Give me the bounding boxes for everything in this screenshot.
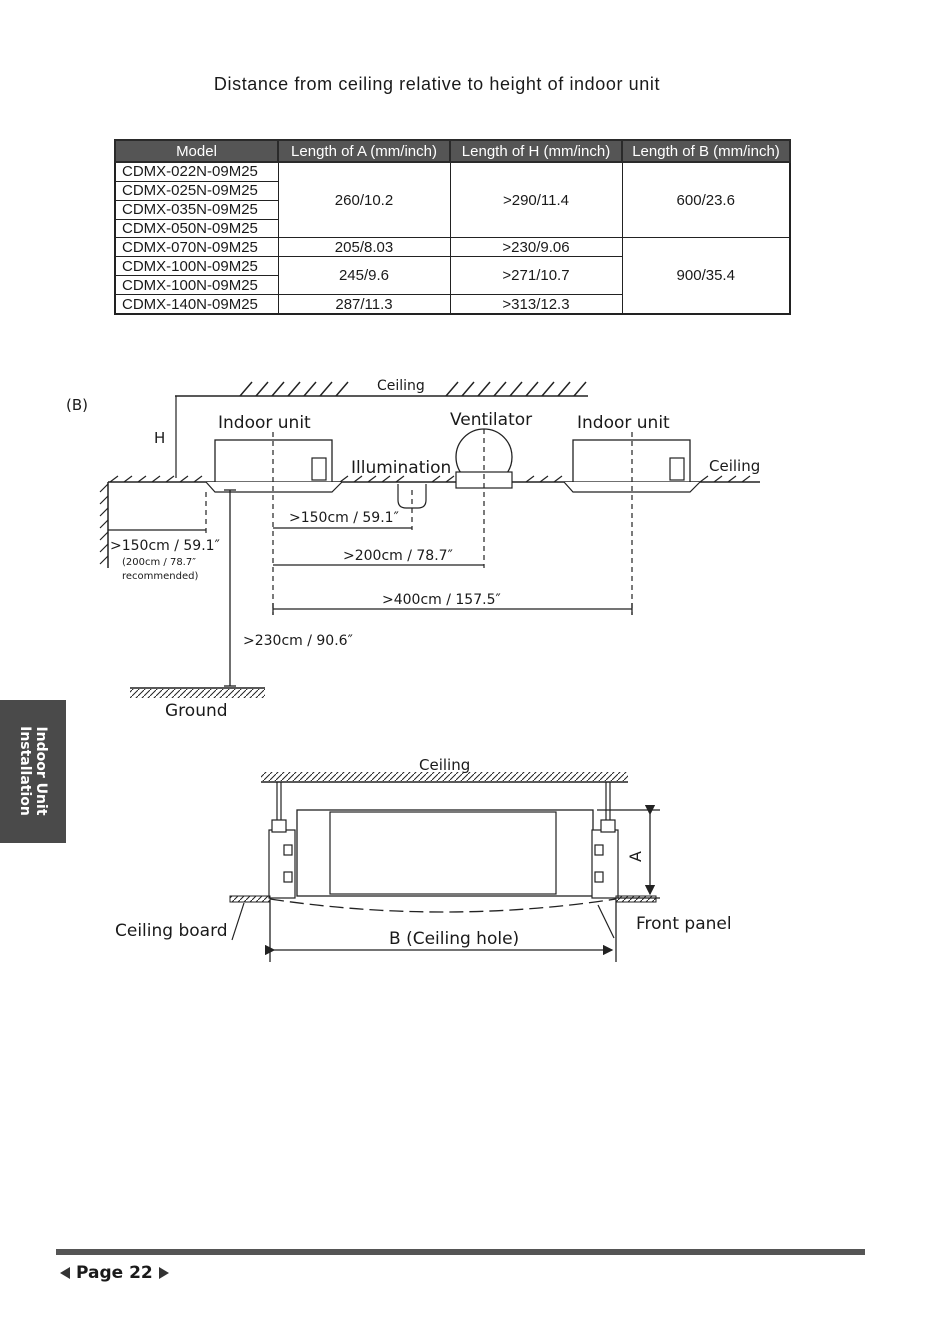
dist-150-wall-note2: recommended) [122, 571, 198, 582]
center-lines [205, 420, 633, 615]
h-value-cell: >271/10.7 [449, 256, 623, 296]
footer-divider [56, 1249, 865, 1255]
model-cell: CDMX-050N-09M25 [114, 218, 279, 239]
spec-table: Model Length of A (mm/inch) Length of H … [114, 139, 791, 315]
indoor-unit-left-panel [205, 481, 343, 493]
h-label: H [154, 429, 165, 447]
a-value-cell: 205/8.03 [277, 237, 451, 258]
b-value-cell: 600/23.6 [621, 161, 791, 239]
ventilator-label: Ventilator [450, 410, 532, 430]
ceiling-board-leader [231, 902, 245, 941]
model-cell: CDMX-100N-09M25 [114, 256, 279, 277]
a-label: A [626, 851, 645, 862]
dist-400-label: >400cm / 157.5″ [382, 592, 501, 608]
bracket-left [268, 819, 296, 899]
unit-inner [329, 811, 557, 895]
page-number: Page 22 [76, 1263, 153, 1283]
header-length-b: Length of B (mm/inch) [621, 139, 791, 163]
indoor-unit-right-box [669, 457, 685, 481]
indoor-unit-right-label: Indoor unit [577, 413, 670, 433]
a-value-cell: 245/9.6 [277, 256, 451, 296]
dist-150-label: >150cm / 59.1″ [289, 510, 399, 526]
left-wall-hatch [99, 483, 109, 565]
diagram-c: Ceiling A [115, 756, 732, 962]
prev-page-icon[interactable] [60, 1267, 70, 1279]
model-cell: CDMX-022N-09M25 [114, 161, 279, 182]
indoor-unit-left-label: Indoor unit [218, 413, 311, 433]
next-page-icon[interactable] [158, 1267, 169, 1279]
b-value-cell: 900/35.4 [621, 237, 791, 315]
ceiling-board-label: Ceiling board [115, 921, 228, 941]
indoor-unit-left-box [311, 457, 327, 481]
h-value-cell: >230/9.06 [449, 237, 623, 258]
ceiling-label: Ceiling [377, 378, 425, 394]
section-side-tab: Indoor Unit Installation [0, 700, 66, 843]
b-dimension [264, 900, 617, 962]
ceiling-board-left [229, 895, 271, 903]
side-tab-line2: Installation [17, 726, 33, 816]
ceiling-hatch-c [261, 772, 628, 781]
model-cell: CDMX-025N-09M25 [114, 180, 279, 201]
ceiling-hole-label: B (Ceiling hole) [389, 929, 519, 949]
page-footer: Page 22 [60, 1263, 169, 1283]
ceiling-label-c: Ceiling [419, 756, 470, 774]
page-title: Distance from ceiling relative to height… [213, 74, 661, 94]
header-length-h: Length of H (mm/inch) [449, 139, 623, 163]
side-tab-line1: Indoor Unit [33, 726, 49, 816]
ground-label: Ground [165, 701, 228, 721]
front-panel-leader [597, 904, 615, 939]
ceiling-board-right [615, 895, 657, 903]
dist-200-label: >200cm / 78.7″ [343, 548, 453, 564]
false-ceiling-hatch [109, 475, 751, 483]
header-length-a: Length of A (mm/inch) [277, 139, 451, 163]
model-cell: CDMX-035N-09M25 [114, 199, 279, 220]
a-value-cell: 287/11.3 [277, 294, 451, 315]
illumination-label: Illumination [351, 458, 451, 478]
diagram-b: (B) Ceiling H Indoor unit Illumination V… [66, 378, 760, 721]
diagram-b-label: (B) [66, 396, 88, 414]
dist-230-label: >230cm / 90.6″ [243, 633, 353, 649]
h-value-cell: >313/12.3 [449, 294, 623, 315]
model-cell: CDMX-140N-09M25 [114, 294, 279, 315]
ceiling-right-label: Ceiling [709, 457, 760, 475]
hanging-rods [276, 782, 611, 820]
top-ceiling-hatch [175, 381, 588, 397]
front-panel-outline [269, 898, 617, 913]
dist-150-wall-note1: (200cm / 78.7″ [122, 557, 196, 568]
front-panel-label: Front panel [636, 914, 732, 934]
model-cell: CDMX-100N-09M25 [114, 275, 279, 296]
dist-150-wall-label: >150cm / 59.1″ [110, 538, 220, 554]
illumination-fixture [397, 484, 427, 509]
ground-hatch [130, 689, 265, 698]
dimension-lines [108, 489, 633, 687]
bracket-right [591, 819, 619, 899]
header-model: Model [114, 139, 279, 163]
a-dimension [597, 804, 660, 899]
